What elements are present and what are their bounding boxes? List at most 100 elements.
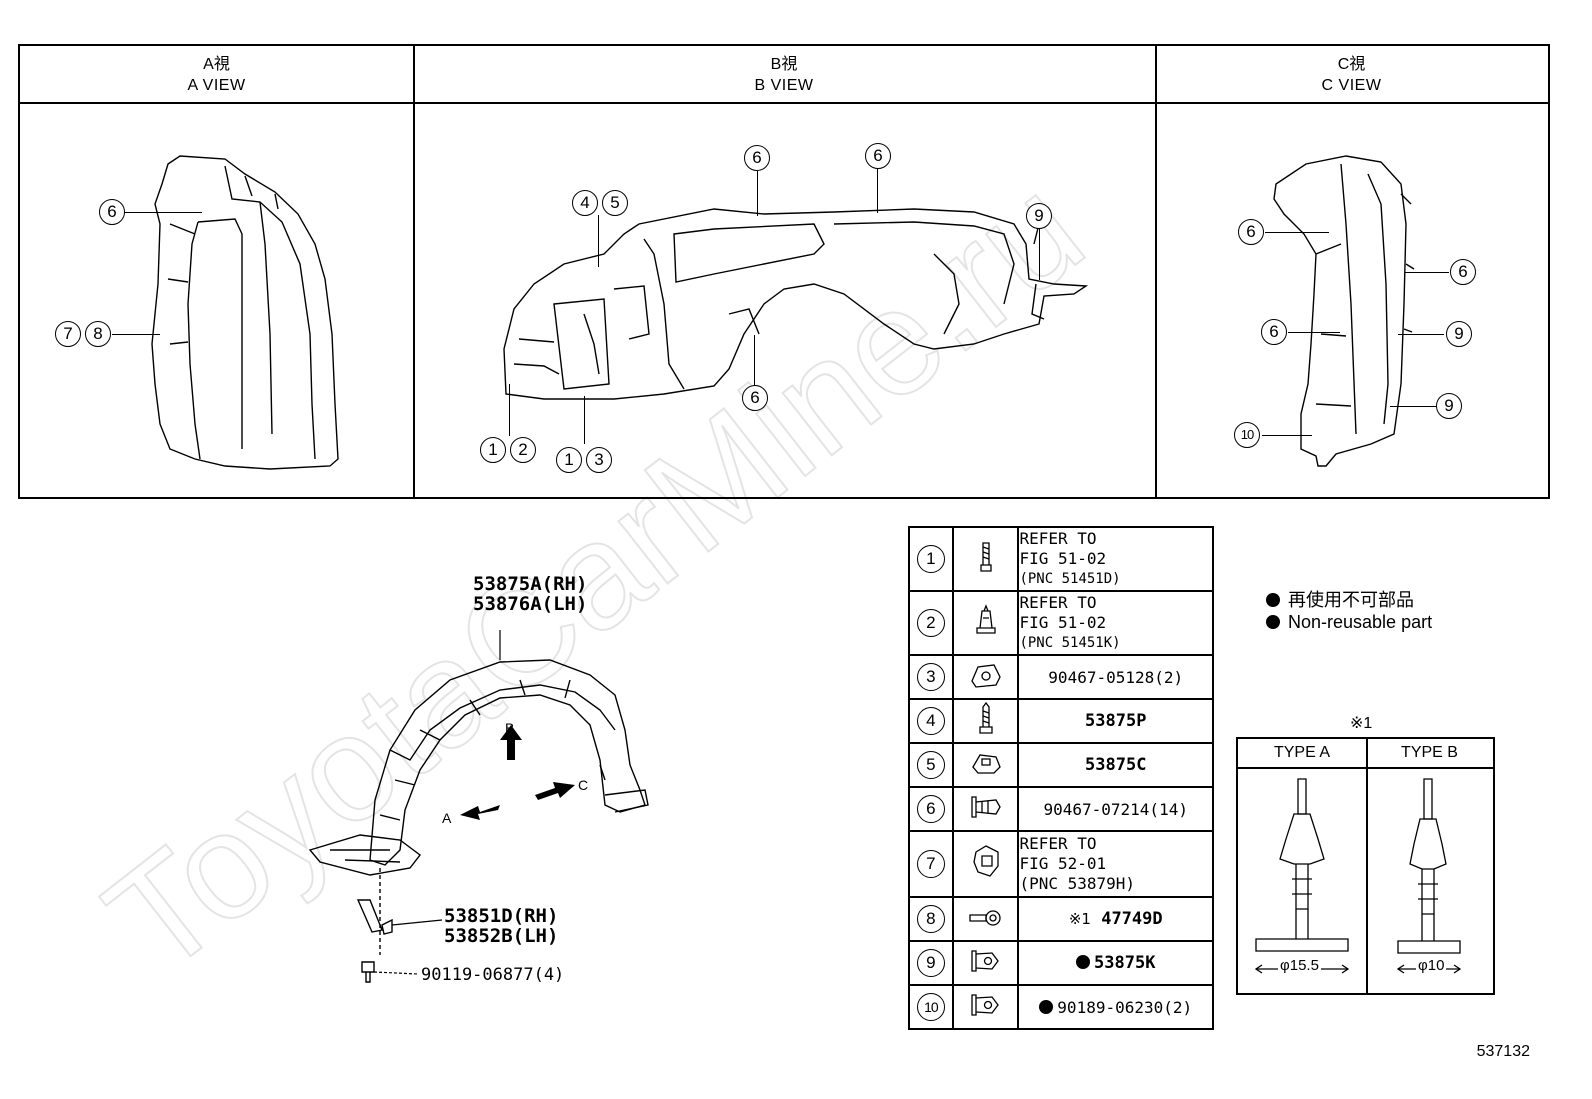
pnc-ref: (PNC 53879H) (1019, 874, 1136, 893)
bolt-label: 90119-06877(4) (421, 965, 565, 985)
row-number: 10 (916, 993, 945, 1021)
part-number: 53875P (1017, 698, 1214, 744)
callout-4: 4 (572, 190, 598, 216)
part-number: 90467-07214(14) (1017, 786, 1214, 832)
row-number: 2 (916, 609, 945, 637)
callout-6: 6 (99, 199, 125, 225)
leader-line (509, 384, 510, 436)
callout-6: 6 (865, 143, 891, 169)
non-reusable-icon (1076, 955, 1091, 969)
refer-text: REFER TO (1019, 529, 1097, 548)
callout-6: 6 (1238, 219, 1264, 245)
grommet-clip-icon (970, 949, 999, 972)
view-divider (413, 46, 415, 497)
bracket-lh-label: 53852B(LH) (444, 925, 559, 947)
callout-1: 1 (556, 447, 582, 473)
leader-line (124, 212, 202, 213)
part-number: 90467-05128(2) (1017, 654, 1214, 700)
type-a-header: TYPE A (1238, 739, 1366, 769)
row-number: 7 (916, 850, 945, 878)
clip-icon (975, 603, 996, 634)
arrow-b-label: B (505, 720, 515, 736)
part-number-cell: 53875K (1017, 940, 1214, 986)
callout-6: 6 (1450, 259, 1476, 285)
leader-line (1039, 228, 1040, 280)
nut-clip-icon (970, 663, 1001, 688)
view-divider (1155, 46, 1157, 497)
type-box: TYPE A TYPE B φ15.5 φ10 (1236, 737, 1495, 995)
c-view-drawing (1273, 155, 1415, 467)
row-number: 1 (916, 545, 945, 573)
callout-6: 6 (1261, 319, 1287, 345)
clip-type-drawing (1254, 778, 1462, 974)
callout-9: 9 (1446, 321, 1472, 347)
leader-line (1405, 272, 1449, 273)
part-number: 53875C (1017, 742, 1214, 788)
part-number-cell: ※1 47749D (1017, 896, 1214, 942)
callout-9: 9 (1026, 203, 1052, 229)
callout-1: 1 (480, 437, 506, 463)
leader-line (1398, 334, 1444, 335)
callout-3: 3 (586, 447, 612, 473)
callout-10: 10 (1234, 422, 1260, 448)
arrow-c (535, 782, 575, 800)
row-number: 8 (916, 905, 945, 933)
refer-text: REFER TO (1019, 593, 1097, 612)
type-a-diameter: φ15.5 (1278, 957, 1321, 974)
grommet-clip-icon (970, 993, 999, 1016)
a-view-drawing (151, 155, 339, 470)
leader-line (1390, 406, 1436, 407)
b-view-title-jp: B視 (770, 56, 798, 73)
fig-ref: FIG 52-01 (1019, 854, 1107, 873)
a-view-title-en: A VIEW (187, 77, 246, 94)
push-rivet-icon (970, 795, 1001, 818)
non-reusable-icon (1039, 999, 1054, 1014)
part-number: 47749D (1101, 909, 1163, 929)
row-number: 6 (916, 795, 945, 823)
bracket-rh-label: 53851D(RH) (444, 905, 559, 927)
row-number: 5 (916, 751, 945, 779)
liner-lh-label: 53876A(LH) (473, 593, 588, 615)
leader-line (112, 334, 160, 335)
callout-2: 2 (510, 437, 536, 463)
part-number: 53875K (1094, 953, 1156, 973)
arrow-c-label: C (578, 777, 589, 793)
a-view-title-jp: A視 (203, 56, 230, 73)
arrow-b (500, 725, 522, 760)
leader-line (1288, 332, 1340, 333)
part-number: 90189-06230(2) (1057, 997, 1193, 1017)
legend-jp: 再使用不可部品 (1266, 586, 1414, 612)
note-mark: ※1 (1068, 910, 1091, 928)
b-view-drawing (503, 203, 1089, 400)
speed-nut-icon (971, 753, 1001, 774)
fig-ref: FIG 51-02 (1019, 549, 1107, 568)
leader-line (584, 396, 585, 444)
leader-line (1265, 232, 1329, 233)
leader-line (754, 335, 755, 387)
liner-rh-label: 53875A(RH) (473, 573, 588, 595)
views-frame: A視 A VIEW B視 B VIEW C視 C VIEW (18, 44, 1550, 499)
table-row: 4 53875P (908, 698, 1214, 744)
pin-clip-icon (968, 909, 1001, 926)
table-row: 5 53875C (908, 742, 1214, 788)
fig-ref: FIG 51-02 (1019, 613, 1107, 632)
callout-5: 5 (602, 190, 628, 216)
table-row: 8 ※1 47749D (908, 896, 1214, 942)
table-row: 3 90467-05128(2) (908, 654, 1214, 700)
illustration-code: 537132 (1476, 1043, 1530, 1060)
pnc-ref: (PNC 51451D) (1019, 571, 1121, 587)
type-box-title: ※1 (1350, 715, 1373, 732)
legend-jp-text: 再使用不可部品 (1288, 590, 1414, 610)
c-view-title-jp: C視 (1337, 56, 1366, 73)
type-b-diameter: φ10 (1416, 957, 1447, 974)
row-number: 4 (916, 707, 945, 735)
callout-8: 8 (85, 321, 111, 347)
b-view-header: B視 B VIEW (413, 46, 1155, 104)
callout-7: 7 (55, 321, 81, 347)
leader-line (877, 168, 878, 213)
pnc-ref: (PNC 51451K) (1019, 635, 1121, 651)
